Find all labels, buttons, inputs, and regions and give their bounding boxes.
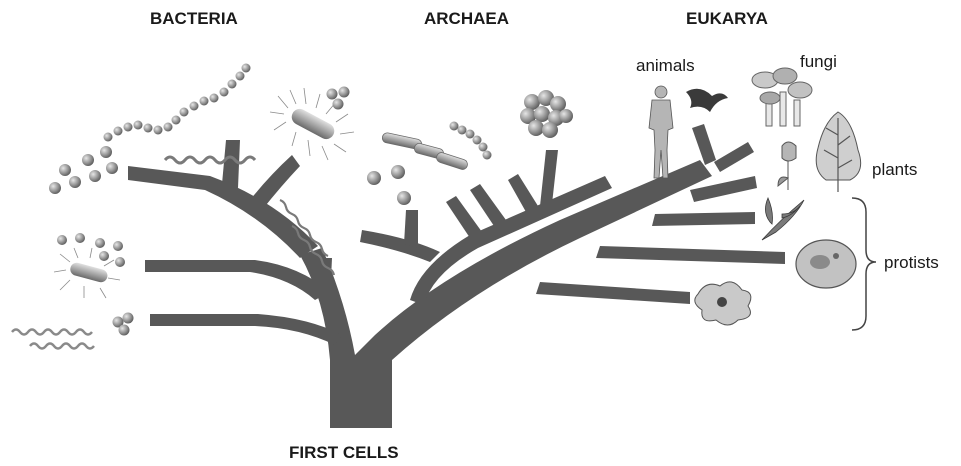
archaea-chain-icon: [450, 122, 492, 160]
diplococci-icon: [113, 313, 134, 336]
archaea-twig-left-up: [404, 210, 418, 248]
archaea-cocci-icon: [367, 165, 411, 205]
conifer-tree-icon: [816, 112, 860, 192]
eukarya-branch-protist-c: [536, 282, 690, 304]
spirillum-icon: [165, 157, 255, 163]
archaea-twig-b: [470, 184, 506, 226]
tulip-icon: [778, 142, 796, 190]
flagellated-rod-bacterium-icon: [270, 88, 354, 160]
first-cells-label: FIRST CELLS: [289, 443, 399, 462]
rod-bacterium-icon: [54, 248, 120, 298]
eukarya-branch-protist-b: [596, 246, 785, 264]
bacteria-organisms: [12, 64, 354, 349]
plants-label: plants: [872, 160, 917, 179]
seaweed-icon: [762, 198, 804, 240]
eukarya-twig-fungi: [714, 142, 754, 172]
archaea-sarcina-icon: [520, 90, 573, 138]
paramecium-icon: [796, 240, 856, 288]
eukarya-label: EUKARYA: [686, 9, 768, 28]
archaea-twig-c: [508, 174, 538, 212]
amoeba-icon: [695, 282, 751, 325]
archaea-twig-left: [360, 230, 440, 262]
eukarya-branch-protist-a: [652, 212, 755, 226]
bacteria-branch-lower: [150, 314, 342, 345]
archaea-twig-a: [446, 196, 482, 238]
cocci-small-cluster-icon: [327, 87, 350, 110]
cocci-group-icon: [57, 233, 125, 267]
fungi-label: fungi: [800, 52, 837, 71]
mushroom-cluster-icon: [752, 68, 812, 126]
phylogenetic-tree: [128, 124, 785, 428]
spirochete-icon: [12, 330, 92, 335]
bird-icon: [686, 89, 728, 112]
animals-label: animals: [636, 56, 695, 75]
archaea-rod-chain-icon: [381, 132, 468, 171]
bacteria-twig-right: [250, 155, 300, 210]
archaea-label: ARCHAEA: [424, 9, 509, 28]
eukarya-twig-animals: [692, 124, 716, 165]
archaea-twig-d: [540, 150, 558, 206]
streptococcus-chain-icon: [104, 64, 251, 142]
human-figure-icon: [649, 86, 673, 178]
bacteria-twig-up: [222, 140, 240, 188]
cocci-cluster-icon: [49, 146, 118, 194]
eukarya-organisms: [649, 68, 876, 330]
spirochete-icon-2: [30, 344, 94, 349]
bacteria-label: BACTERIA: [150, 9, 238, 28]
bacteria-branch-middle: [145, 260, 330, 300]
protists-label: protists: [884, 253, 939, 272]
